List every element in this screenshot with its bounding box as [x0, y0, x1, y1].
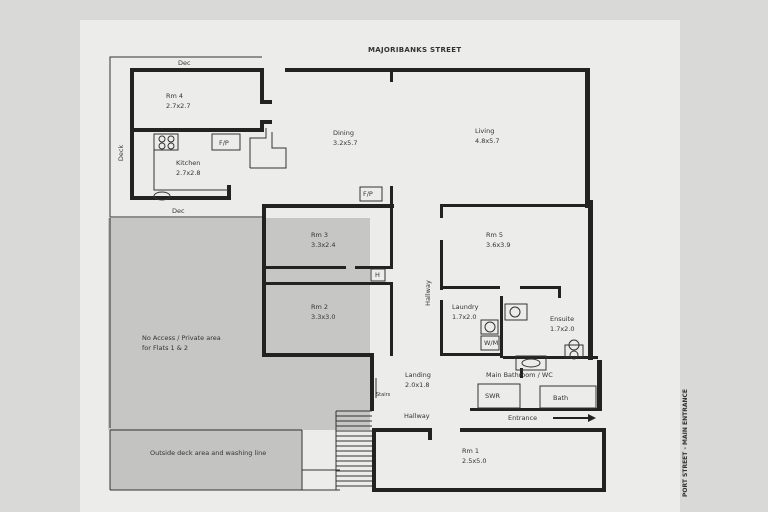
outside-deck-note: Outside deck area and washing line: [150, 449, 267, 457]
wm-label: W/M: [484, 339, 499, 347]
rm1-label: Rm 1 2.5x5.0: [462, 446, 487, 466]
rm3-label: Rm 3 3.3x2.4: [311, 230, 336, 250]
rm2-size: 3.3x3.0: [311, 313, 336, 321]
street-top-label: MAJORIBANKS STREET: [368, 46, 462, 54]
living-label: Living 4.8x5.7: [475, 126, 500, 146]
ensuite-name: Ensuite: [550, 315, 575, 323]
living-size: 4.8x5.7: [475, 137, 500, 145]
interior-walls: [134, 68, 602, 411]
rm1-size: 2.5x5.0: [462, 457, 487, 465]
rm3-name: Rm 3: [311, 231, 329, 239]
hallway-horizontal-label: Hallway: [404, 412, 430, 420]
no-access-area: [108, 218, 370, 430]
room-1-walls: [372, 428, 606, 492]
rm5-label: Rm 5 3.6x3.9: [486, 230, 511, 250]
kitchen-label: Kitchen 2.7x2.8: [176, 158, 201, 178]
deck-outline: [109, 56, 340, 491]
laundry-label: Laundry 1.7x2.0: [452, 302, 479, 322]
dining-label: Dining 3.2x5.7: [333, 128, 358, 148]
outside-deck-area: [110, 428, 302, 490]
rm5-size: 3.6x3.9: [486, 241, 511, 249]
stairs: [335, 410, 372, 490]
exterior-walls: [130, 68, 602, 411]
rm4-label: Rm 4 2.7x2.7: [166, 91, 191, 111]
kitchen-size: 2.7x2.8: [176, 169, 201, 177]
rm4-size: 2.7x2.7: [166, 102, 191, 110]
dining-name: Dining: [333, 129, 354, 137]
landing-label: Landing 2.0x1.8: [405, 370, 431, 390]
street-right-label: PORT STREET - MAIN ENTRANCE: [681, 389, 689, 497]
bath-label: Bath: [553, 394, 569, 402]
laundry-name: Laundry: [452, 303, 479, 311]
rm4-name: Rm 4: [166, 92, 184, 100]
dining-size: 3.2x5.7: [333, 139, 358, 147]
rm3-size: 3.3x2.4: [311, 241, 336, 249]
entrance-label: Entrance: [508, 414, 538, 422]
laundry-size: 1.7x2.0: [452, 313, 477, 321]
shower-label: SWR: [485, 392, 501, 400]
living-name: Living: [475, 127, 495, 135]
landing-size: 2.0x1.8: [405, 381, 430, 389]
deck-top-label: Dec: [178, 59, 191, 67]
hallway-vertical-label: Hallway: [423, 280, 432, 306]
entrance-arrow: [553, 414, 596, 422]
deck-side-label: Deck: [117, 144, 126, 162]
ensuite-label: Ensuite 1.7x2.0: [550, 314, 575, 334]
h-label: H: [375, 271, 380, 279]
fp1-label: F/P: [219, 139, 229, 147]
kitchen-name: Kitchen: [176, 159, 201, 167]
ensuite-size: 1.7x2.0: [550, 325, 575, 333]
rm2-label: Rm 2 3.3x3.0: [311, 302, 336, 322]
stairs-label: Stairs: [376, 392, 391, 398]
no-access-note: No Access / Private area for Flats 1 & 2: [142, 334, 221, 352]
rm2-name: Rm 2: [311, 303, 329, 311]
kitchen-fittings: [153, 128, 287, 201]
deck-bottom-label: Dec: [172, 207, 185, 215]
landing-name: Landing: [405, 371, 431, 379]
fixtures: [359, 186, 597, 409]
rm1-name: Rm 1: [462, 447, 480, 455]
fp2-label: F/P: [363, 190, 373, 198]
main-bathroom-label: Main Bathroom / WC: [486, 371, 553, 379]
rm5-name: Rm 5: [486, 231, 504, 239]
